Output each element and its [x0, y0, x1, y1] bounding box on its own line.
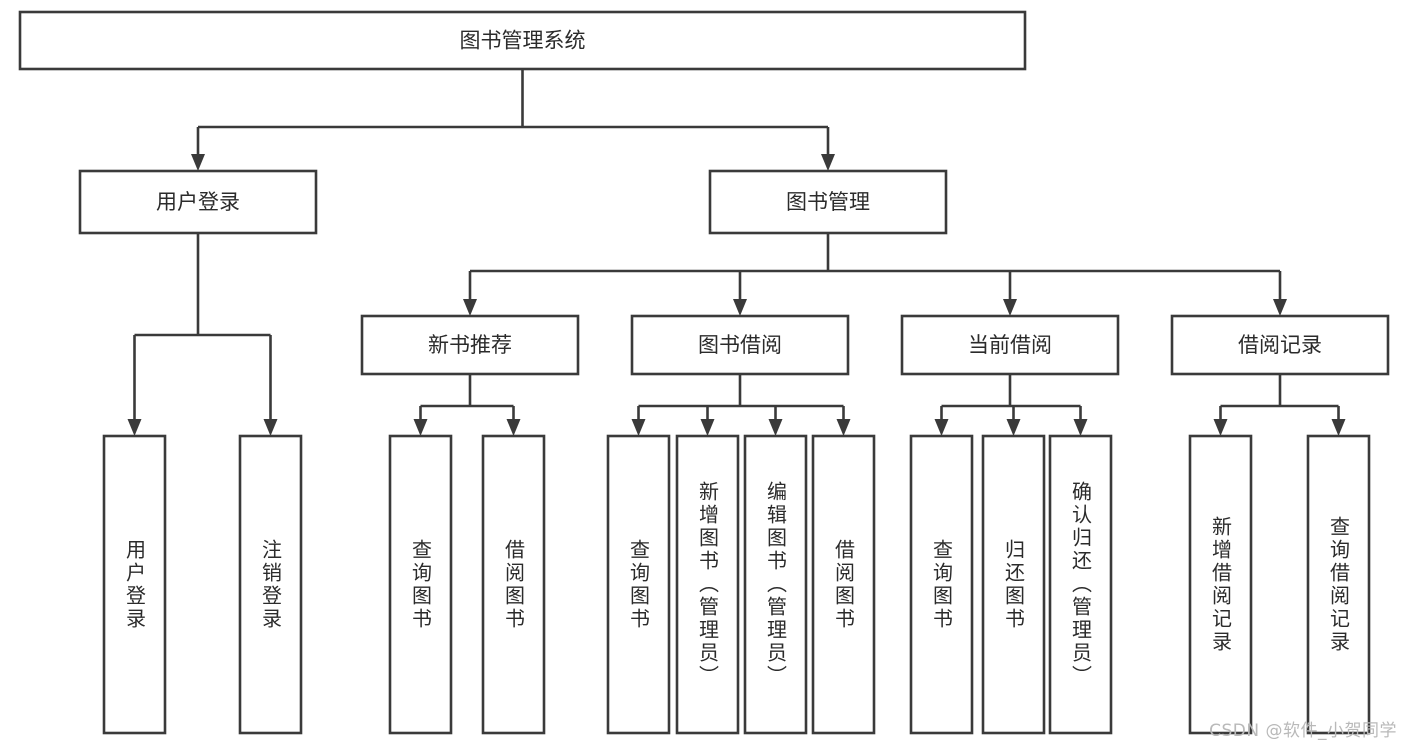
node-box-leaf-user-login[interactable]	[102, 434, 167, 735]
node-box-user-login[interactable]	[78, 169, 318, 235]
node-box-leaf-edit-book[interactable]	[743, 434, 808, 735]
node-box-leaf-query-book-3[interactable]	[909, 434, 974, 735]
node-label-user-login: 用户登录	[156, 190, 240, 214]
node-box-borrow-record[interactable]	[1170, 314, 1390, 376]
arrow-head-root-1	[821, 154, 835, 171]
node-box-leaf-confirm-return[interactable]	[1048, 434, 1113, 735]
arrow-head-book-borrow-1	[700, 419, 715, 436]
arrow-head-book-manage-0	[463, 299, 477, 316]
node-label-book-borrow: 图书借阅	[698, 333, 782, 357]
arrow-head-book-borrow-3	[836, 419, 851, 436]
node-box-leaf-borrow-book-1[interactable]	[481, 434, 546, 735]
node-box-leaf-logout[interactable]	[238, 434, 303, 735]
arrow-head-current-borrow-0	[934, 419, 949, 436]
arrow-head-book-manage-1	[733, 299, 747, 316]
arrow-head-book-borrow-0	[631, 419, 646, 436]
connector-lines	[127, 69, 1346, 436]
node-label-new-book-rec: 新书推荐	[428, 333, 512, 357]
node-box-leaf-add-book[interactable]	[675, 434, 740, 735]
arrow-head-borrow-record-1	[1331, 419, 1346, 436]
arrow-head-current-borrow-1	[1006, 419, 1021, 436]
node-box-leaf-query-book-2[interactable]	[606, 434, 671, 735]
node-box-leaf-borrow-book-2[interactable]	[811, 434, 876, 735]
node-label-root: 图书管理系统	[460, 29, 586, 53]
arrow-head-book-manage-3	[1273, 299, 1287, 316]
node-box-leaf-query-book-1[interactable]	[388, 434, 453, 735]
node-box-new-book-rec[interactable]	[360, 314, 580, 376]
csdn-watermark: CSDN @软件_小贺同学	[1209, 721, 1397, 741]
arrow-head-borrow-record-0	[1213, 419, 1228, 436]
node-box-book-manage[interactable]	[708, 169, 948, 235]
node-box-leaf-query-record[interactable]	[1306, 434, 1371, 735]
node-box-leaf-return-book[interactable]	[981, 434, 1046, 735]
arrow-head-root-0	[191, 154, 205, 171]
arrow-head-new-book-rec-0	[413, 419, 428, 436]
node-label-borrow-record: 借阅记录	[1238, 333, 1322, 357]
node-box-leaf-add-record[interactable]	[1188, 434, 1253, 735]
arrow-head-new-book-rec-1	[506, 419, 521, 436]
arrow-head-user-login-0	[127, 419, 142, 436]
node-label-book-manage: 图书管理	[786, 190, 870, 214]
arrow-head-book-manage-2	[1003, 299, 1017, 316]
node-box-root[interactable]	[18, 10, 1027, 71]
node-box-book-borrow[interactable]	[630, 314, 850, 376]
arrow-head-book-borrow-2	[768, 419, 783, 436]
arrow-head-current-borrow-2	[1073, 419, 1088, 436]
arrow-head-user-login-1	[263, 419, 278, 436]
node-box-current-borrow[interactable]	[900, 314, 1120, 376]
node-label-current-borrow: 当前借阅	[968, 333, 1052, 357]
node-boxes	[18, 10, 1390, 735]
